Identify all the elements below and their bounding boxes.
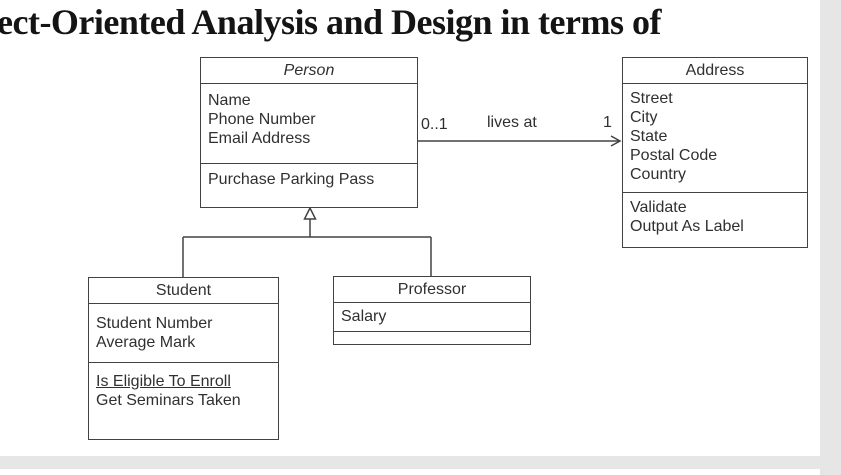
attribute-item: Average Mark — [96, 334, 196, 351]
class-address-title: Address — [623, 58, 807, 84]
generalization-lines — [182, 206, 432, 277]
operation-item: Output As Label — [630, 218, 744, 235]
class-student: Student Student Number Average Mark Is E… — [88, 277, 279, 440]
class-person-attributes: Name Phone Number Email Address — [201, 84, 417, 163]
class-professor-attributes: Salary — [334, 303, 530, 331]
operation-item-static: Is Eligible To Enroll — [96, 373, 231, 390]
operation-item: Validate — [630, 199, 687, 216]
attribute-item: Postal Code — [630, 147, 718, 164]
open-arrowhead-icon — [610, 135, 622, 147]
attribute-item: Name — [208, 92, 251, 109]
attribute-item: Student Number — [96, 315, 213, 332]
attribute-item: City — [630, 109, 658, 126]
operation-item: Purchase Parking Pass — [208, 171, 375, 188]
class-person-operations: Purchase Parking Pass — [201, 163, 417, 207]
class-person-title: Person — [201, 58, 417, 84]
class-student-operations: Is Eligible To Enroll Get Seminars Taken — [89, 362, 278, 439]
attribute-item: Email Address — [208, 130, 311, 147]
class-student-title: Student — [89, 278, 278, 304]
class-professor-operations-empty — [334, 331, 530, 344]
attribute-item: Salary — [341, 308, 387, 325]
class-professor-title: Professor — [334, 277, 530, 303]
association-label: lives at — [487, 114, 537, 131]
attribute-item: State — [630, 128, 668, 145]
class-student-attributes: Student Number Average Mark — [89, 304, 278, 362]
class-professor: Professor Salary — [333, 276, 531, 345]
class-person: Person Name Phone Number Email Address P… — [200, 57, 418, 208]
hollow-triangle-arrowhead-icon — [303, 206, 317, 220]
operation-item: Get Seminars Taken — [96, 392, 241, 409]
attribute-item: Country — [630, 166, 687, 183]
app-background-right — [820, 0, 841, 475]
class-address: Address Street City State Postal Code Co… — [622, 57, 808, 248]
page-gap-band — [0, 456, 820, 469]
multiplicity-address-side: 1 — [603, 114, 612, 131]
association-line — [417, 135, 622, 147]
attribute-item: Phone Number — [208, 111, 316, 128]
attribute-item: Street — [630, 90, 673, 107]
class-address-operations: Validate Output As Label — [623, 192, 807, 247]
slide-title: ect-Oriented Analysis and Design in term… — [0, 2, 661, 42]
class-address-attributes: Street City State Postal Code Country — [623, 84, 807, 192]
multiplicity-person-side: 0..1 — [421, 116, 448, 133]
